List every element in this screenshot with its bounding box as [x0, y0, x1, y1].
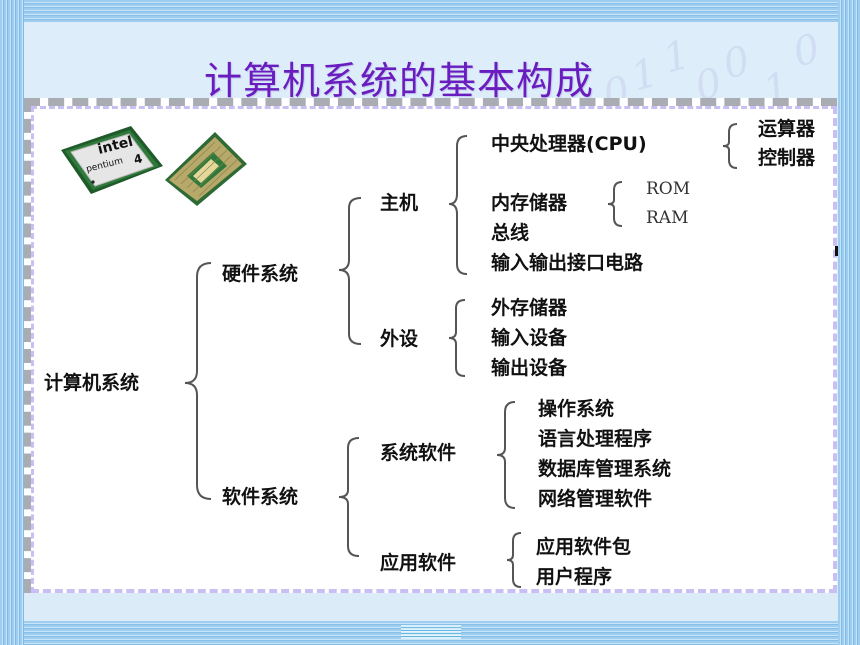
node-control-unit: 控制器: [758, 147, 816, 169]
brace-software: [337, 436, 361, 558]
edge-marker: [835, 246, 838, 256]
cpu-chip-front-image: intel pentium 4: [55, 122, 167, 206]
node-system-software: 系统软件: [380, 442, 457, 464]
slide-title: 计算机系统的基本构成: [204, 59, 595, 103]
node-bus: 总线: [491, 222, 530, 244]
watermark-digit: 0: [788, 25, 825, 77]
node-rom: ROM: [646, 179, 691, 199]
node-external-storage: 外存储器: [491, 297, 568, 319]
frame-glow: [401, 625, 461, 639]
diagram-panel: intel pentium 4 计算机系统 硬件系统: [24, 98, 838, 593]
frame-stripe-left: [0, 0, 24, 645]
node-dbms: 数据库管理系统: [538, 458, 672, 480]
brace-system-software: [495, 400, 517, 510]
brace-root: [183, 261, 213, 501]
node-user-program: 用户程序: [536, 566, 613, 588]
node-cpu: 中央处理器(CPU): [491, 133, 647, 155]
frame-stripe-right: [838, 0, 860, 645]
node-internal-memory: 内存储器: [491, 192, 568, 214]
watermark-digit: 1: [658, 31, 695, 83]
brace-host: [447, 134, 469, 276]
brace-cpu: [721, 122, 739, 170]
node-ram: RAM: [646, 208, 689, 228]
brace-hardware: [337, 196, 363, 346]
cpu-chip-back-image: [161, 128, 251, 212]
node-output-devices: 输出设备: [491, 357, 568, 379]
node-io-interface: 输入输出接口电路: [491, 252, 644, 274]
node-host: 主机: [380, 192, 419, 214]
node-software-system: 软件系统: [222, 486, 299, 508]
title-area: 计算机系统的基本构成 0 1 1 0 0 1 0: [24, 22, 838, 119]
node-peripherals: 外设: [380, 328, 419, 350]
node-application-software: 应用软件: [380, 552, 457, 574]
watermark-digit: 0: [718, 37, 755, 89]
node-hardware-system: 硬件系统: [222, 263, 299, 285]
brace-application-software: [505, 531, 523, 589]
frame-stripe-bottom: [24, 621, 838, 645]
node-network-software: 网络管理软件: [538, 488, 653, 510]
watermark-digit: 1: [626, 49, 663, 101]
node-input-devices: 输入设备: [491, 327, 568, 349]
node-alu: 运算器: [758, 118, 816, 140]
node-operating-system: 操作系统: [538, 398, 615, 420]
node-app-package: 应用软件包: [536, 536, 632, 558]
node-computer-system: 计算机系统: [44, 372, 140, 394]
svg-text:4: 4: [132, 151, 143, 167]
brace-memory: [606, 180, 624, 228]
brace-peripherals: [447, 298, 467, 378]
node-language-processor: 语言处理程序: [538, 428, 653, 450]
frame-stripe-top: [24, 0, 838, 22]
